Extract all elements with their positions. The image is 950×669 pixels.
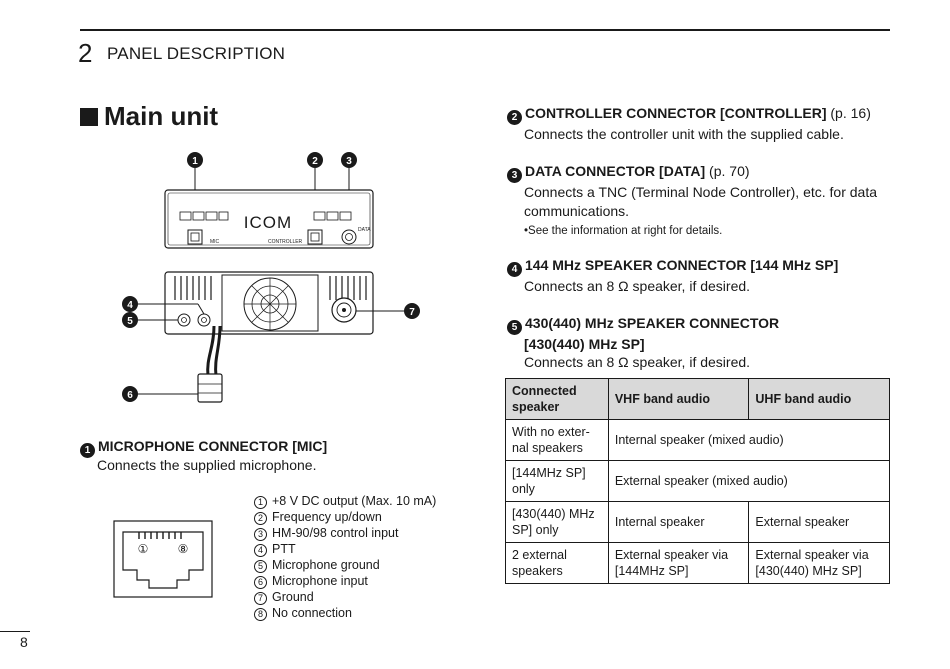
callout-6: 6 <box>122 386 138 402</box>
marker-4: 4 <box>507 262 522 277</box>
marker-5: 5 <box>507 320 522 335</box>
vhf-audio-cell: External speaker via [144MHz SP] <box>607 542 750 584</box>
front-panel: ICOM MIC CONTROLLER DATA <box>164 189 374 249</box>
callout-3: 3 <box>341 152 357 168</box>
speaker-cell: [430(440) MHz SP] only <box>505 501 609 543</box>
item-title-line-2: [430(440) MHz SP] <box>524 336 645 352</box>
pin-number: 6 <box>254 576 267 589</box>
chapter-number: 2 <box>78 38 93 68</box>
item-note: •See the information at right for detail… <box>524 225 723 237</box>
callout-2: 2 <box>307 152 323 168</box>
table-row: With no exter-nal speakers Internal spea… <box>505 419 891 461</box>
marker-1: 1 <box>80 443 95 458</box>
header-connected-speaker: Connected speaker <box>505 378 609 420</box>
rear-panel <box>164 271 374 335</box>
brand-logo: ICOM <box>244 213 292 232</box>
pin-number: 4 <box>254 544 267 557</box>
callout-5: 5 <box>122 312 138 328</box>
page-number: 8 <box>20 634 28 650</box>
marker-2: 2 <box>507 110 522 125</box>
vhf-audio-cell: Internal speaker <box>607 501 750 543</box>
uhf-audio-cell: External speaker via [430(440) MHz SP] <box>748 542 890 584</box>
svg-text:7: 7 <box>409 307 415 318</box>
header-vhf-band-audio: VHF band audio <box>607 378 750 420</box>
item-title: 430(440) MHz SPEAKER CONNECTOR <box>525 315 780 331</box>
uhf-audio-cell: External speaker <box>748 501 890 543</box>
section-heading: Main unit <box>80 101 218 131</box>
pin-number: 8 <box>254 608 267 621</box>
header-uhf-band-audio: UHF band audio <box>748 378 890 420</box>
svg-text:3: 3 <box>346 156 352 167</box>
chapter-title: PANEL DESCRIPTION <box>107 44 286 63</box>
mic-port-label: MIC <box>210 239 220 245</box>
table-row: 2 external speakers External speaker via… <box>505 542 890 584</box>
pin-number: 1 <box>254 496 267 509</box>
merged-audio-cell: External speaker (mixed audio) <box>607 460 891 502</box>
section-heading-text: Main unit <box>104 101 219 131</box>
pin-number: 7 <box>254 592 267 605</box>
page-reference: (p. 70) <box>705 163 750 179</box>
item-description: Connects the controller unit with the su… <box>524 126 844 142</box>
dc-power-cable <box>197 325 223 403</box>
svg-text:1: 1 <box>192 156 198 167</box>
item-description: Connects an 8 Ω speaker, if desired. <box>524 278 751 294</box>
square-bullet-icon <box>80 108 98 126</box>
svg-text:2: 2 <box>312 156 318 167</box>
pin-number: 3 <box>254 528 267 541</box>
table-row: [144MHz SP] only External speaker (mixed… <box>505 460 891 502</box>
controller-port-label: CONTROLLER <box>268 239 303 245</box>
item-title: DATA CONNECTOR [DATA] <box>525 163 706 179</box>
callout-7: 7 <box>404 303 420 319</box>
callout-4: 4 <box>122 296 138 312</box>
item-description: Connects a TNC (Terminal Node Controller… <box>524 184 877 219</box>
jack-pin-1-label: ① <box>138 542 149 556</box>
pin-number: 5 <box>254 560 267 573</box>
jack-pin-8-label: ⑧ <box>178 542 189 556</box>
page-reference: (p. 16) <box>826 105 871 121</box>
mic-connector-description: Connects the supplied microphone. <box>97 457 317 473</box>
speaker-cell: With no exter-nal speakers <box>505 419 609 461</box>
footer-rule <box>0 631 30 632</box>
merged-audio-cell: Internal speaker (mixed audio) <box>607 419 891 461</box>
speaker-cell: [144MHz SP] only <box>505 460 609 502</box>
pin-number: 2 <box>254 512 267 525</box>
pin-item: 1+8 V DC output (Max. 10 mA) <box>254 493 436 509</box>
main-unit-diagram: 1 2 3 ICOM MIC CONTROLLER D <box>122 152 420 403</box>
svg-text:5: 5 <box>127 316 133 327</box>
header-rule <box>80 29 890 31</box>
marker-3: 3 <box>507 168 522 183</box>
svg-text:6: 6 <box>127 390 133 401</box>
table-row: [430(440) MHz SP] only Internal speaker … <box>505 501 890 543</box>
speaker-cell: 2 external speakers <box>505 542 609 584</box>
callout-1: 1 <box>187 152 203 168</box>
speaker-audio-table: Connected speaker VHF band audio UHF ban… <box>505 378 891 584</box>
table-header-row: Connected speaker VHF band audio UHF ban… <box>505 378 890 420</box>
svg-text:4: 4 <box>127 300 133 311</box>
item-description: Connects an 8 Ω speaker, if desired. <box>524 354 751 370</box>
data-port-label: DATA <box>358 227 371 233</box>
mic-jack-diagram: ① ⑧ <box>113 520 213 598</box>
item-title: 144 MHz SPEAKER CONNECTOR [144 MHz SP] <box>525 257 839 273</box>
item-title: CONTROLLER CONNECTOR [CONTROLLER] <box>525 105 827 121</box>
